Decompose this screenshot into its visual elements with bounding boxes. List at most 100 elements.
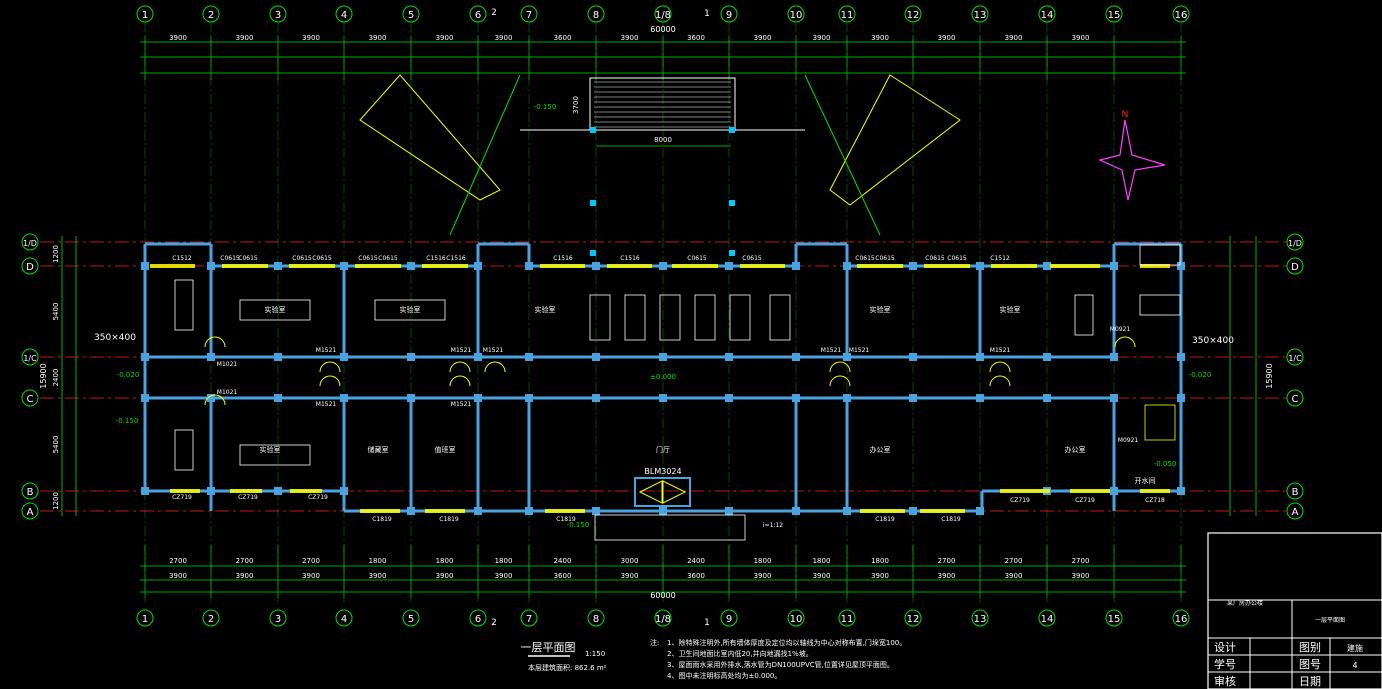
window-top — [540, 264, 585, 268]
column — [525, 507, 533, 515]
axis-label-bottom: 13 — [974, 614, 987, 625]
axis-label-bottom: 14 — [1041, 614, 1054, 625]
dimension-text-bottom: 3900 — [1072, 572, 1090, 580]
dimension-text-top: 3900 — [302, 34, 320, 42]
axis-bubble-left — [21, 348, 39, 366]
column — [725, 262, 733, 270]
axis-label-left: 1/D — [23, 239, 37, 248]
column — [141, 262, 149, 270]
title-block-label: 学号 — [1214, 657, 1236, 671]
column — [792, 507, 800, 515]
window-label-bottom: C1819 — [439, 516, 459, 523]
column — [274, 394, 282, 402]
lab-bench — [729, 294, 751, 341]
column-marker — [729, 200, 735, 206]
column — [141, 353, 149, 361]
column — [976, 507, 984, 515]
section-mark: 2 — [491, 618, 497, 628]
axis-bubble-bottom — [1038, 609, 1056, 627]
column — [207, 394, 215, 402]
window-label-top: C0615 — [687, 255, 707, 262]
room-label: 实验室 — [870, 305, 891, 314]
column — [843, 394, 851, 402]
column — [474, 394, 482, 402]
axis-bubble-top — [1105, 5, 1123, 23]
window-top — [857, 264, 903, 268]
axis-label-top: 5 — [408, 10, 414, 21]
axis-label-bottom: 12 — [907, 614, 920, 625]
window-label-top: C1512 — [172, 255, 192, 262]
lab-bench — [174, 429, 194, 471]
axis-label-bottom: 2 — [208, 614, 214, 625]
axis-label-top: 1 — [142, 10, 148, 21]
door-swing — [989, 361, 1011, 373]
axis-label-bottom: 1/8 — [655, 614, 671, 625]
column — [1110, 262, 1118, 270]
dimension-text-bottom-detail: 2400 — [687, 557, 705, 565]
column — [340, 487, 348, 495]
dimension-text-bottom: 3900 — [236, 572, 254, 580]
column — [725, 394, 733, 402]
column — [407, 353, 415, 361]
dimension-text-bottom: 3600 — [687, 572, 705, 580]
stair-post — [590, 127, 596, 133]
column — [725, 507, 733, 515]
dimension-text-top: 3600 — [554, 34, 572, 42]
dimension-text-bottom-detail: 1800 — [495, 557, 513, 565]
axis-label-right: 1/C — [1288, 354, 1302, 363]
axis-bubble-right — [1286, 348, 1304, 366]
axis-bubble-top — [469, 5, 487, 23]
dimension-text-left: 5400 — [52, 436, 60, 454]
room-label: 值班室 — [435, 445, 456, 454]
window-label-bottom: CZ718 — [1145, 497, 1165, 504]
title-block-value: 建施 — [1347, 643, 1363, 653]
window-top — [607, 264, 652, 268]
room-label: 开水间 — [1135, 476, 1156, 485]
window-label-top: C0615 — [947, 255, 967, 262]
axis-label-top: 8 — [593, 10, 599, 21]
window-label-top: C0615 — [312, 255, 332, 262]
elevation-label: -0.150 — [534, 103, 557, 111]
window-bottom — [290, 489, 322, 493]
window-label-bottom: CZ719 — [1075, 497, 1095, 504]
axis-bubble-bottom — [971, 609, 989, 627]
column — [474, 507, 482, 515]
axis-label-left: B — [27, 487, 34, 498]
column — [340, 394, 348, 402]
dimension-text-left: 1200 — [52, 245, 60, 263]
axis-bubble-bottom — [787, 609, 805, 627]
window-top — [222, 264, 268, 268]
column — [592, 262, 600, 270]
door-swing — [989, 375, 1011, 387]
axis-label-left: A — [27, 507, 34, 518]
door-swing — [449, 375, 471, 387]
axis-label-left: 1/C — [23, 354, 37, 363]
dimension-text-bottom-detail: 3000 — [621, 557, 639, 565]
door-label: M1521 — [451, 347, 472, 354]
column — [274, 487, 282, 495]
axis-bubble-top — [720, 5, 738, 23]
main-entrance — [634, 477, 691, 507]
room-label: 办公室 — [1065, 445, 1086, 454]
dimension-text-top: 3900 — [621, 34, 639, 42]
column — [659, 353, 667, 361]
door-label: M1521 — [821, 347, 842, 354]
north-arrow — [1098, 119, 1166, 201]
axis-bubble-bottom — [587, 609, 605, 627]
column — [909, 262, 917, 270]
column — [976, 394, 984, 402]
window-top — [1050, 264, 1100, 268]
column — [1177, 262, 1185, 270]
ramp-left — [359, 74, 501, 201]
window-label-top: C1516 — [446, 255, 466, 262]
dimension-text-bottom-detail: 1800 — [436, 557, 454, 565]
title-block — [1207, 532, 1382, 689]
stair-well — [1144, 404, 1176, 441]
axis-bubble-bottom — [136, 609, 154, 627]
axis-bubble-top — [520, 5, 538, 23]
axis-label-top: 7 — [526, 10, 532, 21]
dimension-total-right: 15900 — [1265, 363, 1274, 388]
lab-bench — [239, 299, 311, 321]
axis-label-bottom: 3 — [275, 614, 281, 625]
